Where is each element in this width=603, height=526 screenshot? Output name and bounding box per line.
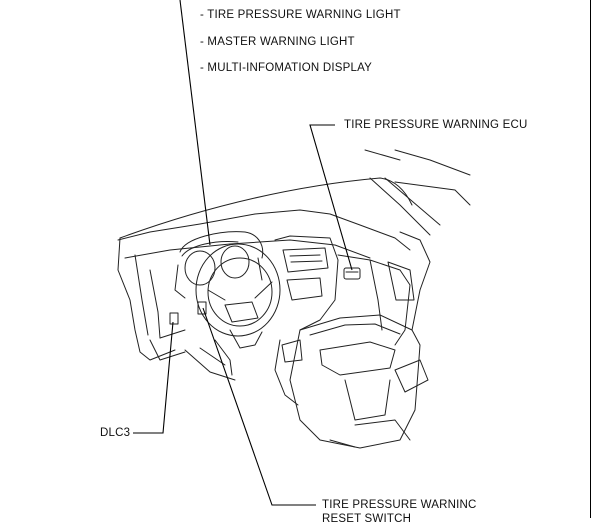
label-tire-pressure-warning-ecu: TIRE PRESSURE WARNING ECU	[344, 119, 528, 131]
label-tire-pressure-warning-light: - TIRE PRESSURE WARNING LIGHT	[200, 9, 401, 21]
center-stack	[274, 235, 339, 331]
right-dash	[337, 254, 411, 346]
reset-switch-component	[197, 301, 207, 315]
cluster-dial-right	[220, 245, 250, 279]
leader-line-ecu	[309, 124, 353, 271]
cluster-dial-left	[184, 250, 216, 286]
steering-wheel-outer	[195, 243, 281, 337]
label-tire-pressure-warning-reset-switch-line2: RESET SWITCH	[322, 513, 412, 525]
roof-line	[364, 149, 471, 176]
page-border-right	[590, 0, 591, 518]
leader-line-cluster	[179, 0, 211, 246]
label-tire-pressure-warning-reset-switch-line1: TIRE PRESSURE WARNINC	[322, 499, 477, 511]
label-dlc3: DLC3	[100, 427, 131, 439]
left-dash-panel	[117, 237, 176, 361]
cluster-hood	[179, 231, 264, 259]
label-master-warning-light: - MASTER WARNING LIGHT	[200, 36, 355, 48]
leader-line-reset-switch	[202, 307, 316, 506]
leader-line-dlc3	[133, 321, 174, 434]
tire-pressure-warning-ecu-component	[343, 267, 361, 280]
label-multi-information-display: - MULTI-INFOMATION DISPLAY	[200, 62, 372, 74]
a-pillar	[369, 177, 471, 236]
windshield-frame	[119, 177, 413, 239]
steering-wheel-inner	[207, 257, 273, 327]
center-console	[289, 314, 421, 449]
dashboard-top	[117, 209, 411, 251]
dlc3-connector	[169, 312, 179, 325]
